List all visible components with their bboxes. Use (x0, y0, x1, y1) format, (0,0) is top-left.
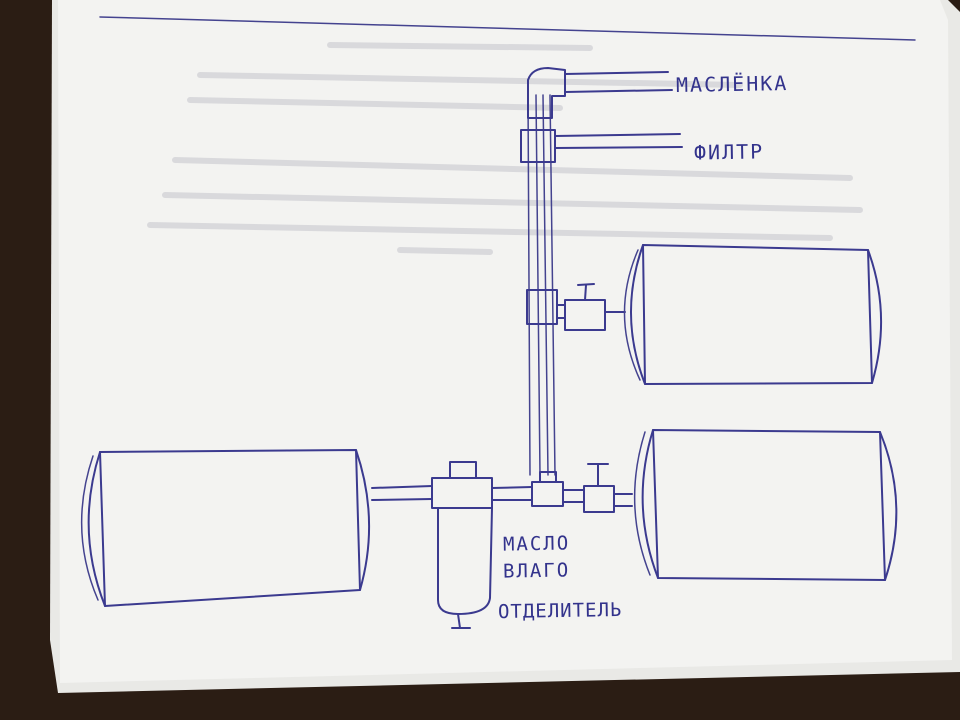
top-ruled-line (99, 16, 916, 41)
filter-tee (520, 129, 683, 163)
lower-tee (531, 471, 564, 507)
paper-sheet (58, 0, 952, 683)
upper-branch-tee (526, 283, 626, 331)
lower-valve (583, 463, 615, 513)
horizontal-pipe (371, 485, 633, 507)
lower-right-tank (633, 429, 898, 581)
upper-right-tank (623, 244, 883, 385)
filter-label: ФИЛТР (693, 139, 765, 165)
oiler-label: МАСЛЁНКА (675, 71, 789, 97)
vertical-pipe (527, 94, 556, 476)
separator-label-line1: МАСЛО (502, 532, 571, 556)
separator-label-line3: ОТДЕЛИТЕЛЬ (497, 598, 623, 624)
oil-moisture-separator (431, 461, 493, 629)
oiler-elbow (527, 67, 673, 119)
left-tank (80, 449, 371, 607)
separator-label-line2: ВЛАГО (502, 559, 571, 583)
bleed-through-text (147, 42, 863, 255)
